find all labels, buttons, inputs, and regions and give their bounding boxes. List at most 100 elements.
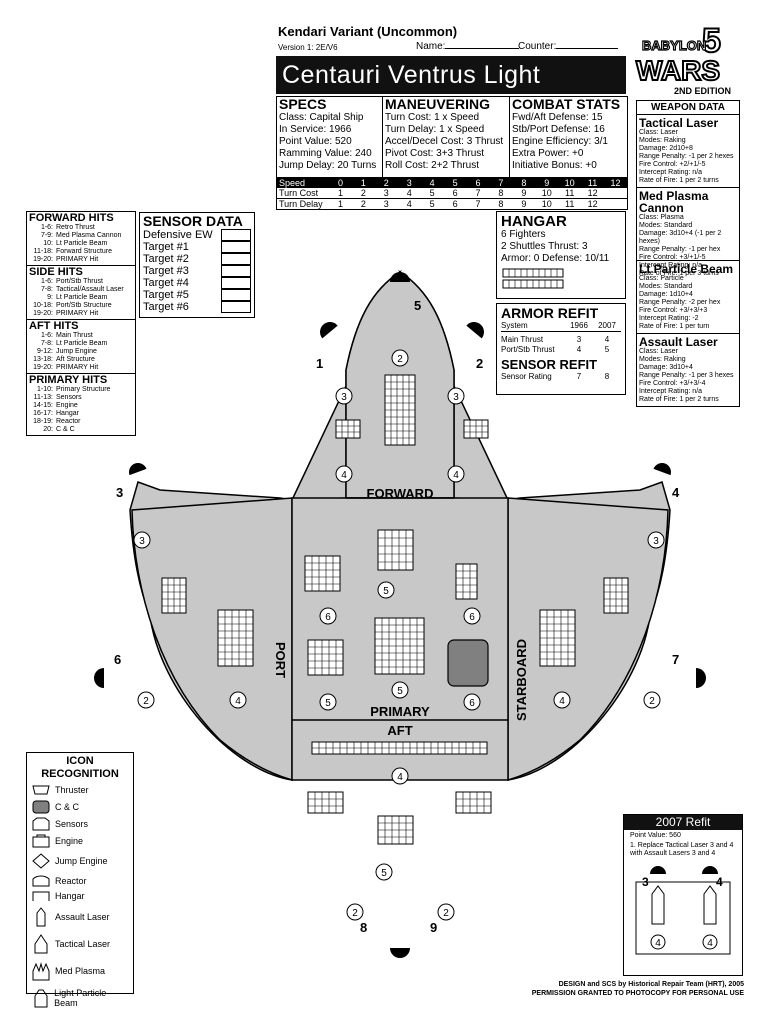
arc-shape <box>653 463 671 476</box>
weapon-line: Modes: Raking <box>639 356 686 363</box>
hits-row: 9-12:Jump Engine <box>37 348 97 355</box>
turn-cost-cell: 4 <box>406 188 412 198</box>
forward-label: FORWARD <box>367 486 434 501</box>
jump-engine-grid <box>377 815 414 845</box>
icon-legend-item: Engine <box>31 832 129 849</box>
hits-row: 9:Lt Particle Beam <box>47 294 108 301</box>
speed-cell: 0 <box>337 178 343 188</box>
damage-box[interactable] <box>455 563 478 600</box>
ew-box[interactable] <box>221 277 251 289</box>
arc-shape <box>466 322 484 339</box>
weapon-lt-particle-beam: Lt Particle Beam Class: Particle Modes: … <box>636 261 740 334</box>
port-label: PORT <box>273 642 288 678</box>
speed-cell: 5 <box>452 178 458 188</box>
thrust-circle <box>447 465 465 483</box>
weapon-tactical-laser: Tactical Laser Class: Laser Modes: Rakin… <box>636 115 740 188</box>
icon-legend-item: Light Particle Beam <box>31 984 129 1011</box>
shuttle-boxes-row[interactable] <box>502 268 564 278</box>
hangar-grid-starboard <box>455 563 478 600</box>
weapon-line: Fire Control: +3/+1/-5 <box>639 254 706 261</box>
turn-cost-cell: 7 <box>475 188 481 198</box>
thrust-rating: 4 <box>559 696 565 707</box>
weapon-line: Damage: 3d10+4 (-1 per 2 hexes) <box>639 230 722 245</box>
arc-shape <box>696 668 706 688</box>
damage-box[interactable] <box>307 791 344 814</box>
weapon-line: Rate of Fire: 1 per 2 turns <box>639 177 719 184</box>
ew-box[interactable] <box>221 301 251 313</box>
weapon-line: Modes: Raking <box>639 137 686 144</box>
speed-table: Speed 0 1 2 3 4 5 6 7 8 9 10 11 12 Turn … <box>276 177 628 210</box>
weapon-line: Rate of Fire: 1 per 3 turns <box>639 270 719 277</box>
weapon-number: 8 <box>360 920 367 935</box>
reactor-grid <box>307 639 344 676</box>
ew-box[interactable] <box>221 289 251 301</box>
thrust-rating: 6 <box>469 612 475 623</box>
weapon-line: Class: Laser <box>639 129 678 136</box>
turn-cost-row: Turn Cost 1 2 3 4 5 6 7 8 9 10 11 12 <box>277 188 627 199</box>
thrust-circle <box>229 691 247 709</box>
sensors-icon <box>32 817 50 830</box>
assault-laser-icon <box>703 885 717 925</box>
turn-delay-cell: 5 <box>429 199 435 209</box>
sensor-row: Target #3 <box>143 265 251 277</box>
thrust-rating: 3 <box>341 392 347 403</box>
hits-row: 18-19:Reactor <box>33 418 81 425</box>
ship-title: Centauri Ventrus Light Cruiser <box>282 61 541 127</box>
sensor-row: Target #5 <box>143 289 251 301</box>
hits-title: SIDE HITS <box>29 266 83 278</box>
fire-arc-icon <box>390 948 410 958</box>
hits-row: 1-6:Main Thrust <box>40 332 93 339</box>
speed-cell: 12 <box>610 178 621 188</box>
damage-box[interactable] <box>304 555 341 592</box>
weapon-number: 5 <box>414 298 421 313</box>
damage-box[interactable] <box>455 791 492 814</box>
turn-cost-label: Turn Cost <box>279 188 319 198</box>
hits-row: 19-20:PRIMARY Hit <box>33 364 99 371</box>
ew-box[interactable] <box>221 241 251 253</box>
weapon-line: Class: Laser <box>639 348 678 355</box>
turn-delay-cell: 8 <box>498 199 504 209</box>
speed-cell: 3 <box>406 178 412 188</box>
maneuvering-line: Pivot Cost: 3+3 Thrust <box>385 148 485 159</box>
shuttle-damage-boxes[interactable] <box>501 267 623 289</box>
shuttle-boxes-row[interactable] <box>502 279 564 289</box>
weapon-line: Rate of Fire: 1 per turn <box>639 323 710 330</box>
armor-refit-title: ARMOR REFIT <box>501 305 599 321</box>
thrust-circle <box>437 903 455 921</box>
turn-cost-cell: 1 <box>337 188 343 198</box>
damage-box[interactable] <box>377 529 414 571</box>
c-and-c-box[interactable] <box>447 639 489 687</box>
hits-row: 13-18:Aft Structure <box>33 356 95 363</box>
arc-icon <box>702 866 718 874</box>
counter-field[interactable]: Counter: <box>518 41 619 52</box>
turn-cost-cell: 2 <box>360 188 366 198</box>
hangar-line: 2 Shuttles Thrust: 3 <box>501 241 588 252</box>
name-field[interactable]: Name: <box>416 41 520 52</box>
logo-numeral: 5 <box>702 22 721 60</box>
ew-box[interactable] <box>221 253 251 265</box>
ew-box[interactable] <box>221 265 251 277</box>
fire-arc-icon <box>320 322 338 339</box>
turn-delay-cell: 4 <box>406 199 412 209</box>
damage-box[interactable] <box>307 639 344 676</box>
starboard-outer-hull <box>507 497 669 782</box>
icon-legend-item: Reactor <box>31 873 129 888</box>
specs-line: Point Value: 520 <box>279 136 352 147</box>
thrust-circle <box>319 693 337 711</box>
logo-art: 5 BABYLON WARS 2ND EDITION <box>635 21 731 96</box>
arc-icon <box>650 866 666 874</box>
sensor-data-title: SENSOR DATA <box>143 213 243 229</box>
turn-delay-cell: 11 <box>565 199 575 209</box>
weapon-line: Fire Control: +3/+3/+3 <box>639 307 708 314</box>
weapon-line: Range Penalty: -1 per hex <box>639 246 721 253</box>
fire-arc-icon <box>129 463 147 476</box>
weapon-name: Assault Laser <box>639 335 718 349</box>
ew-box[interactable] <box>221 229 251 241</box>
weapon-line: Damage: 3d10+4 <box>639 364 693 371</box>
thrust-circle <box>133 531 151 549</box>
icon-legend-item: Thruster <box>31 781 129 798</box>
logo-line2: WARS <box>636 55 720 86</box>
primary-hits-table: PRIMARY HITS 1-10:Primary Structure 11-1… <box>27 374 135 435</box>
weapon-line: Range Penalty: -1 per 2 hexes <box>639 153 734 160</box>
